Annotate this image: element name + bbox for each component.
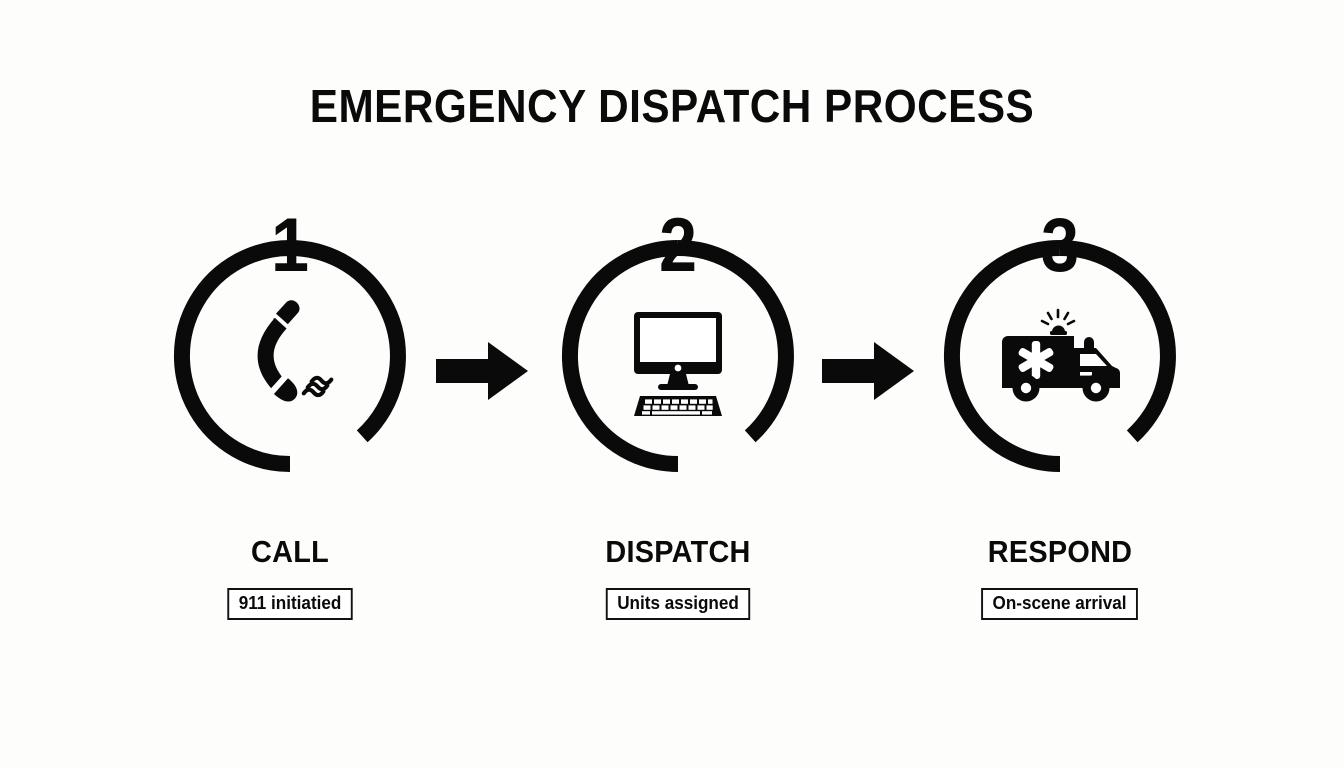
page-title: EMERGENCY DISPATCH PROCESS bbox=[309, 80, 1035, 132]
ambulance-icon bbox=[995, 291, 1125, 421]
process-step-call[interactable]: 1 bbox=[160, 208, 420, 621]
step-circle-3: 3 bbox=[936, 208, 1184, 480]
step-badge-1: 911 initiatied bbox=[227, 588, 353, 621]
circle-ring-2 bbox=[561, 240, 794, 472]
step-number-3: 3 bbox=[1040, 203, 1080, 288]
step-badge-row-3: On-scene arrival bbox=[930, 588, 1190, 621]
desktop-computer-icon bbox=[613, 291, 743, 421]
step-circle-1: 1 bbox=[166, 208, 414, 480]
step-circle-2: 2 bbox=[554, 208, 802, 480]
step-label-2: DISPATCH bbox=[605, 534, 751, 569]
arrow-right-icon-2 bbox=[822, 340, 914, 402]
step-number-1: 1 bbox=[270, 203, 310, 288]
step-badge-2: Units assigned bbox=[605, 588, 751, 621]
arrow-right-icon-1 bbox=[436, 340, 528, 402]
step-badge-row-1: 911 initiatied bbox=[160, 588, 420, 621]
step-label-1: CALL bbox=[250, 534, 329, 569]
step-number-2: 2 bbox=[658, 203, 698, 288]
step-badge-row-2: Units assigned bbox=[548, 588, 808, 621]
telephone-handset-icon bbox=[225, 291, 355, 421]
step-label-3: RESPOND bbox=[987, 534, 1133, 569]
process-step-respond[interactable]: 3 bbox=[930, 208, 1190, 621]
circle-ring-1 bbox=[173, 240, 406, 472]
circle-ring-3 bbox=[943, 240, 1176, 472]
step-badge-3: On-scene arrival bbox=[981, 588, 1139, 621]
process-step-dispatch[interactable]: 2 bbox=[548, 208, 808, 621]
